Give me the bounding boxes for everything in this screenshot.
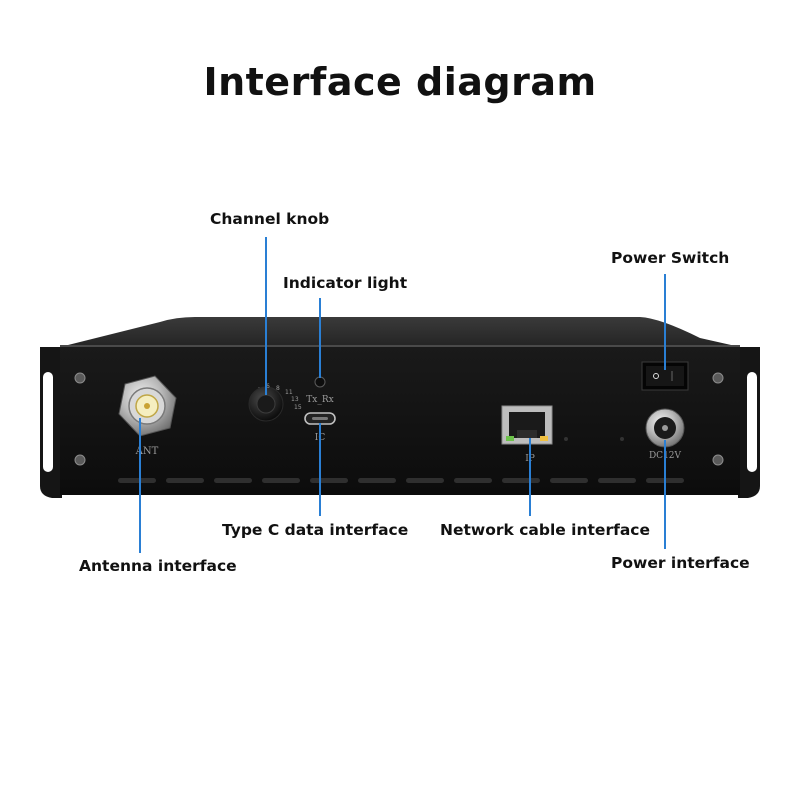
- label-network: Network cable interface: [440, 521, 650, 539]
- svg-text:8: 8: [276, 385, 280, 392]
- svg-text:15: 15: [294, 404, 302, 411]
- vent-slots: [118, 478, 684, 483]
- diagram-title: Interface diagram: [203, 60, 597, 104]
- indicator-led: [314, 376, 326, 388]
- rj45-port: [501, 405, 553, 445]
- svg-text:13: 13: [291, 396, 299, 403]
- svg-text:·: ·: [258, 385, 260, 392]
- label-power-switch: Power Switch: [611, 249, 730, 267]
- label-channel-knob: Channel knob: [210, 210, 330, 228]
- dc-jack: [645, 408, 685, 448]
- right-bracket-slot: [747, 372, 757, 472]
- leader-lines: [139, 237, 666, 553]
- label-type-c: Type C data interface: [222, 521, 409, 539]
- tx-rx-marking: Tx_Rx: [306, 395, 333, 405]
- label-antenna: Antenna interface: [79, 557, 237, 575]
- screws: [74, 372, 724, 466]
- left-bracket-slot: [43, 372, 53, 472]
- channel-knob: [248, 386, 284, 422]
- svg-text:6: 6: [266, 383, 270, 390]
- label-indicator-light: Indicator light: [283, 274, 408, 292]
- antenna-connector: [118, 375, 177, 437]
- rear-panel-face: [60, 345, 740, 495]
- label-power-interface: Power interface: [611, 554, 750, 572]
- svg-text:11: 11: [285, 389, 293, 396]
- chassis-top-lid: [60, 317, 740, 347]
- ant-marking: ANT: [135, 446, 159, 457]
